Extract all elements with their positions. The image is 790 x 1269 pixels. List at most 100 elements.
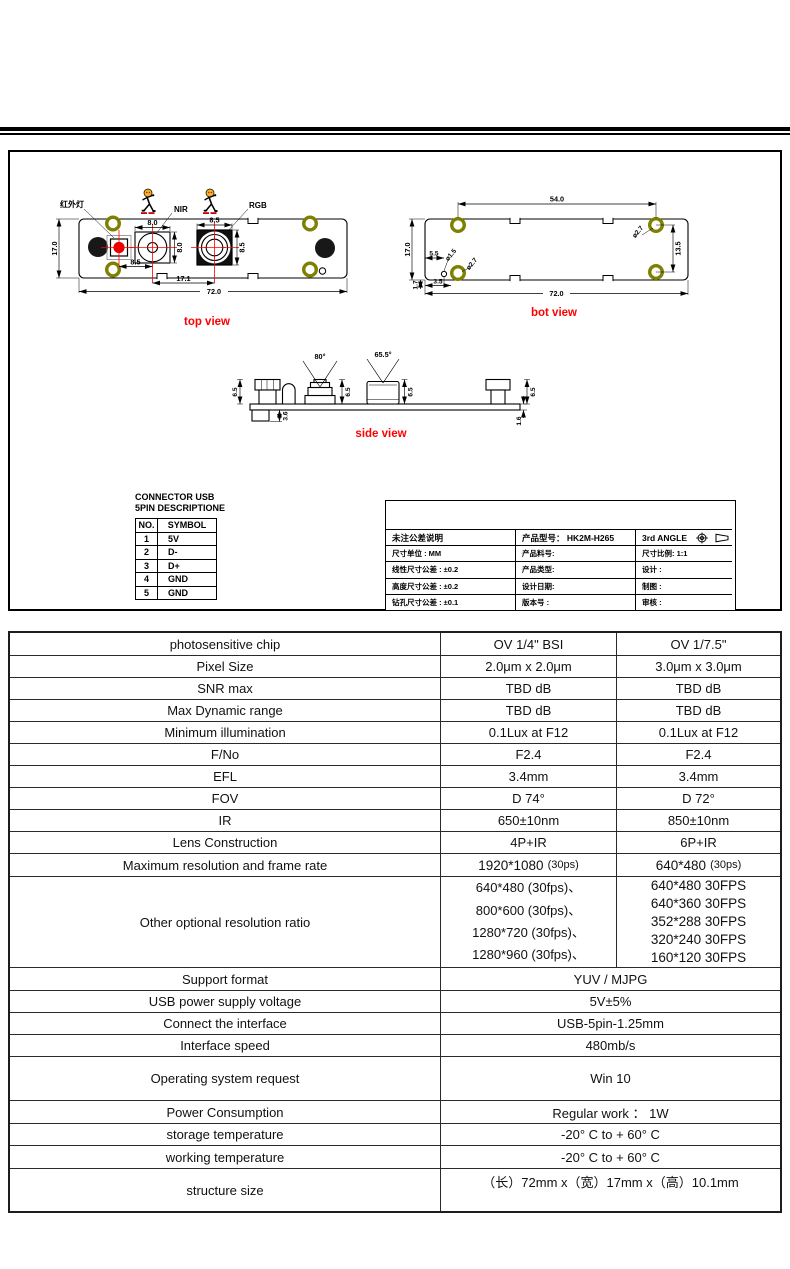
svg-text:3.5: 3.5 xyxy=(433,279,442,286)
spec-value-cell: -20° C to + 60° C xyxy=(440,1146,780,1168)
tolerance-note: 未注公差说明 xyxy=(386,529,515,545)
pin-symbol: 5V xyxy=(157,531,217,546)
usb-connector-right xyxy=(485,378,511,405)
value-main: 640*480 xyxy=(655,857,707,873)
spec-value-cell: 850±10nm xyxy=(616,810,780,831)
drill-tolerance-cell: 钻孔尺寸公差 : ±0.1 xyxy=(386,593,515,610)
pcb-notch xyxy=(602,275,614,282)
svg-text:8.0: 8.0 xyxy=(175,242,184,252)
spec-value-cell: 2.0μm x 2.0μm xyxy=(440,656,616,677)
spec-label-cell: working temperature xyxy=(165,1149,285,1165)
svg-text:17.0: 17.0 xyxy=(50,241,59,255)
spec-value-cell: （长）72mm x（宽）17mm x（高）10.1mm xyxy=(440,1169,780,1211)
spec-value-cell: 480mb/s xyxy=(440,1035,780,1056)
spec-value-cell: USB-5pin-1.25mm xyxy=(440,1013,780,1034)
spec-label-cell: Max Dynamic range xyxy=(167,703,283,718)
spec-value-cell: Win 10 xyxy=(440,1057,780,1100)
rgb-lens-side xyxy=(366,380,400,405)
drawing-panel: 8.0 8.5 8.0 8.5 8.5 17.1 72.0 xyxy=(8,150,782,611)
connector-header-row: NO. SYMBOL xyxy=(135,518,217,533)
svg-text:8.5: 8.5 xyxy=(237,242,246,252)
spec-label-cell: structure size xyxy=(186,1182,264,1198)
review-cell: 审核 : xyxy=(635,593,732,610)
pin-symbol: D+ xyxy=(157,558,217,573)
svg-text:1.7: 1.7 xyxy=(412,280,419,289)
pin-number: 4 xyxy=(135,572,158,587)
svg-text:8.5: 8.5 xyxy=(209,216,219,225)
pcb-bar xyxy=(249,403,521,411)
spec-value-cell: TBD dB xyxy=(616,700,780,721)
spec-row: storage temperature -20° C to + 60° C xyxy=(10,1123,780,1145)
svg-text:17.1: 17.1 xyxy=(176,274,190,283)
spec-label-cell: Other optional resolution ratio xyxy=(139,914,311,930)
scale-cell: 尺寸比例: 1:1 xyxy=(635,545,732,562)
spec-value-cell: OV 1/4" BSI xyxy=(440,633,616,655)
pcb-notch xyxy=(156,273,168,280)
design-cell: 设计 : xyxy=(635,561,732,578)
connector-title: CONNECTOR USB 5PIN DESCRIPTIONE xyxy=(135,492,255,514)
mic-hole-right xyxy=(315,238,335,258)
part-number-cell: 产品料号: xyxy=(515,545,635,562)
spec-value-cell: 640*480 (30fps)、 800*600 (30fps)、 1280*7… xyxy=(440,877,616,967)
mic-hole-left xyxy=(88,237,108,257)
spec-label-cell: USB power supply voltage xyxy=(148,994,302,1009)
pcb-notch xyxy=(602,217,614,224)
unit-cell: 尺寸单位 : MM xyxy=(386,545,515,561)
pcb-notch xyxy=(247,217,259,224)
svg-text:13.5: 13.5 xyxy=(673,241,682,255)
pcb-outline xyxy=(424,218,689,281)
product-model: 产品型号： HK2M-H265 xyxy=(515,529,635,546)
svg-text:1.6: 1.6 xyxy=(516,416,523,425)
spec-value-cell: 640*480(30ps) xyxy=(616,854,780,876)
spec-label-cell: FOV xyxy=(211,791,239,806)
spec-row: working temperature -20° C to + 60° C xyxy=(10,1145,780,1168)
spec-value-cell: 1920*1080(30ps) xyxy=(440,854,616,876)
capacitor-dome xyxy=(281,383,296,405)
value-suffix: (30ps) xyxy=(547,859,579,871)
spec-value-cell: OV 1/7.5" xyxy=(616,633,780,655)
small-hole xyxy=(318,267,327,275)
spec-value-cell: D 74° xyxy=(440,788,616,809)
spec-value-cell: 640*480 30FPS 640*360 30FPS 352*288 30FP… xyxy=(616,877,780,967)
spec-value-cell: 0.1Lux at F12 xyxy=(616,722,780,743)
connector-header-no: NO. xyxy=(135,518,158,533)
svg-text:65.5°: 65.5° xyxy=(374,350,391,359)
spec-row: Other optional resolution ratio 640*480 (… xyxy=(10,876,780,967)
design-date-cell: 设计日期: xyxy=(515,577,635,594)
spec-value-cell: -20° C to + 60° C xyxy=(440,1124,780,1145)
connector-title-line1: CONNECTOR USB xyxy=(135,492,215,502)
connector-title-line2: 5PIN DESCRIPTIONE xyxy=(135,503,226,513)
spec-label-cell: Operating system request xyxy=(150,1071,300,1086)
leader-line xyxy=(155,212,173,235)
bot-view-drawing: 54.0 17.0 13.5 72.0 5.5 3.5 1.7 ⌀1.5 xyxy=(403,195,689,319)
ir-led-label: 红外灯 xyxy=(60,199,84,209)
value-suffix: (30ps) xyxy=(710,859,742,871)
value-main: 1920*1080 xyxy=(478,857,544,873)
spec-label-cell: F/No xyxy=(210,747,240,762)
spec-value-cell: 6P+IR xyxy=(616,832,780,853)
leader-line xyxy=(227,208,249,232)
nir-lens-side xyxy=(304,378,336,405)
connector-row: 2 D- xyxy=(135,545,217,560)
third-angle-symbol-icon xyxy=(696,532,729,544)
spec-label-cell: Minimum illumination xyxy=(164,725,286,740)
side-view-title: side view xyxy=(355,428,406,440)
spec-row: structure size （长）72mm x（宽）17mm x（高）10.1m… xyxy=(10,1168,780,1211)
connector-row: 1 5V xyxy=(135,531,217,546)
svg-text:80°: 80° xyxy=(314,352,325,361)
projection-label: 3rd ANGLE xyxy=(642,532,688,543)
version-cell: 版本号 : xyxy=(515,593,635,610)
connector-row: 3 D+ xyxy=(135,558,217,573)
pin-number: 5 xyxy=(135,585,158,600)
svg-text:17.0: 17.0 xyxy=(403,242,412,256)
spec-label-cell: storage temperature xyxy=(166,1127,284,1142)
spec-value-cell: F2.4 xyxy=(440,744,616,765)
spec-value-cell: TBD dB xyxy=(440,678,616,699)
crosshairs xyxy=(101,222,239,283)
